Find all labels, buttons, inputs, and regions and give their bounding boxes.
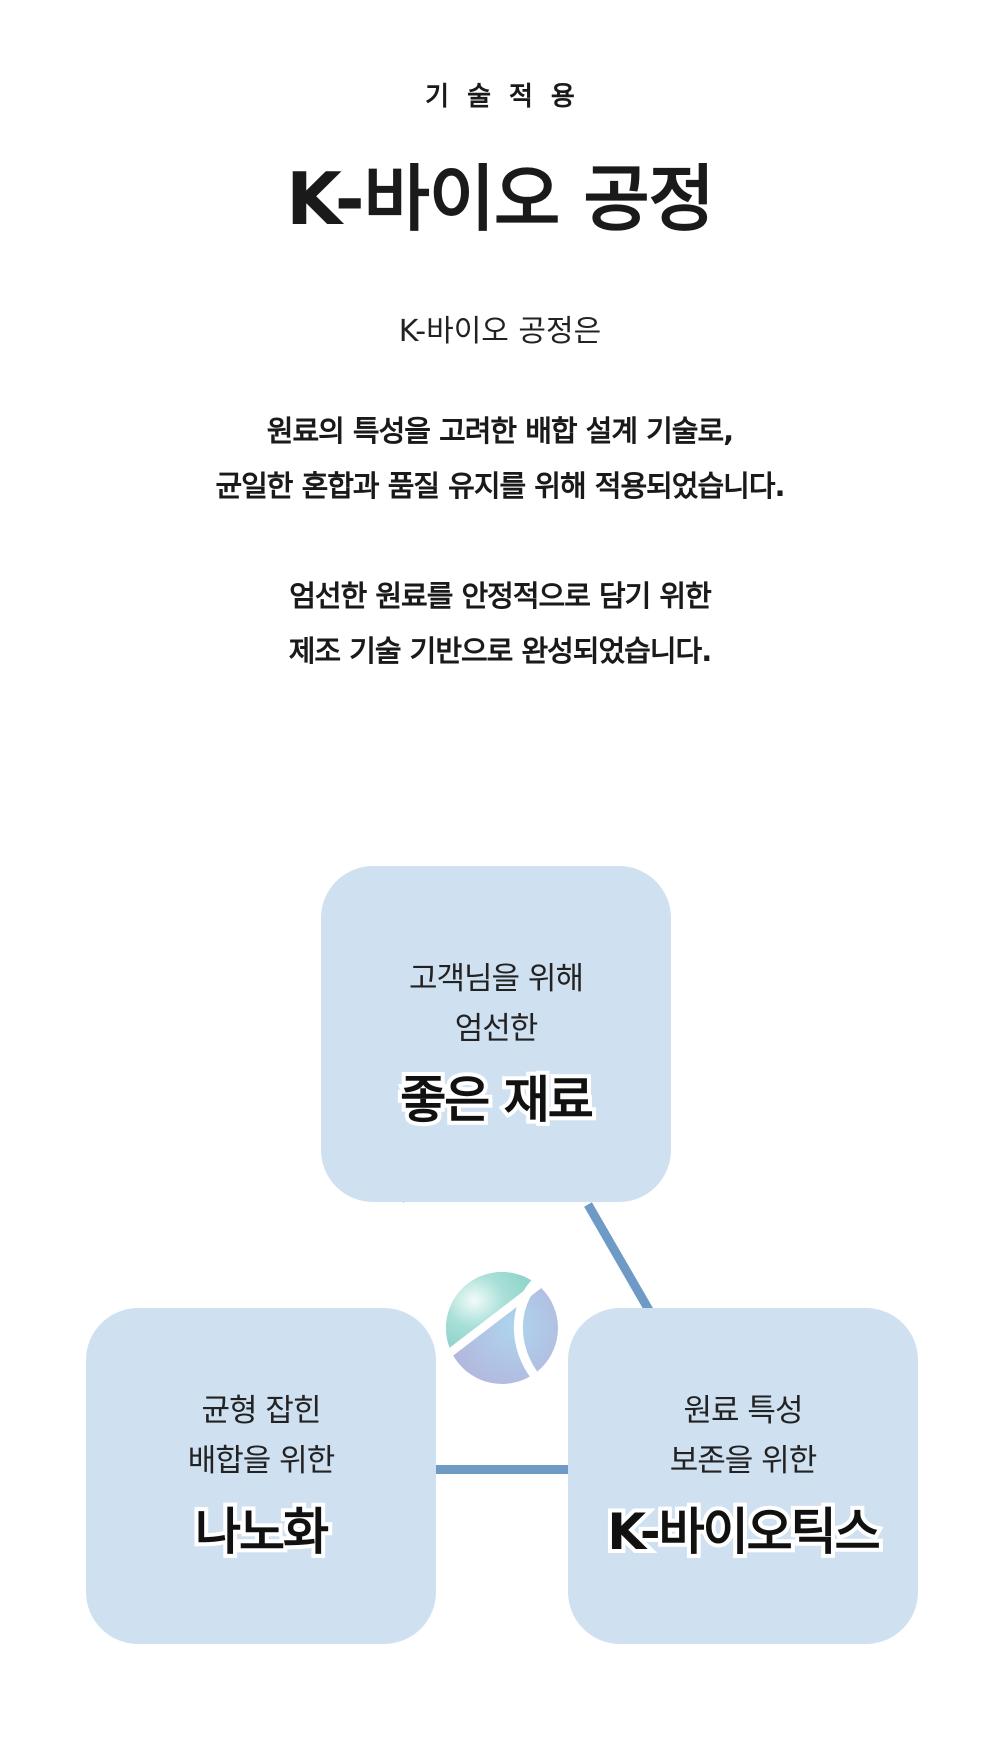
- description-paragraph-2: 엄선한 원료를 안정적으로 담기 위한 제조 기술 기반으로 완성되었습니다.: [0, 569, 1000, 679]
- connector-right: [584, 1202, 655, 1316]
- feature-card-good-ingredients: 고객님을 위해 엄선한 좋은 재료: [321, 866, 671, 1202]
- card-title: 나노화: [191, 1499, 333, 1565]
- card-title: 좋은 재료: [396, 1067, 597, 1133]
- card-line: 엄선한: [454, 1011, 539, 1047]
- text-line: 원료의 특성을 고려한 배합 설계 기술로,: [266, 414, 734, 448]
- card-title: K-바이오틱스: [603, 1499, 884, 1565]
- description-paragraph-1: 원료의 특성을 고려한 배합 설계 기술로, 균일한 혼합과 품질 유지를 위해…: [0, 404, 1000, 514]
- text-line: 제조 기술 기반으로 완성되었습니다.: [288, 634, 713, 668]
- page-title: K-바이오 공정: [286, 157, 715, 241]
- card-line: 원료 특성: [683, 1393, 804, 1429]
- card-line: 고객님을 위해: [409, 961, 584, 997]
- page-subtitle: K-바이오 공정은: [398, 314, 602, 349]
- feature-card-k-biotics: 원료 특성 보존을 위한 K-바이오틱스: [568, 1308, 918, 1644]
- feature-card-nano: 균형 잡힌 배합을 위한 나노화: [86, 1308, 436, 1644]
- card-line: 보존을 위한: [669, 1443, 817, 1479]
- brand-logo-icon: [446, 1272, 558, 1384]
- text-line: 균일한 혼합과 품질 유지를 위해 적용되었습니다.: [215, 469, 785, 503]
- section-eyebrow: 기술적용: [425, 82, 593, 112]
- text-line: 엄선한 원료를 안정적으로 담기 위한: [289, 579, 712, 613]
- card-line: 배합을 위한: [187, 1443, 335, 1479]
- connector-bottom: [430, 1465, 575, 1474]
- card-line: 균형 잡힌: [201, 1393, 322, 1429]
